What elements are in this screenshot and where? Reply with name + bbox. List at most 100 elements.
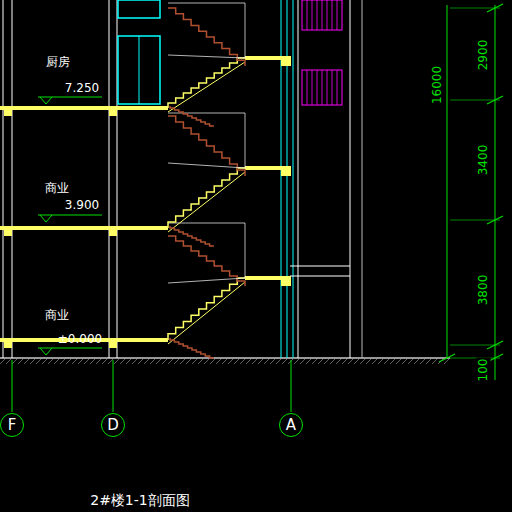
ground-hatch — [168, 359, 173, 364]
ground-hatch — [6, 359, 11, 364]
extension-line — [450, 358, 500, 359]
dimension-text: 2900 — [476, 39, 490, 72]
window — [118, 0, 160, 18]
wall-line — [350, 0, 351, 358]
stair-outline — [168, 3, 245, 58]
axis-bubble: D — [101, 413, 125, 437]
ground-hatch — [72, 359, 77, 364]
ground-hatch — [96, 359, 101, 364]
axis-label: D — [107, 416, 119, 434]
level-line — [38, 97, 102, 98]
wall-line — [362, 0, 363, 358]
stair-soffit — [168, 172, 245, 232]
baluster — [322, 0, 323, 30]
level-mark — [40, 97, 52, 104]
ground-hatch — [294, 359, 299, 364]
wall-line — [293, 0, 294, 358]
ground-hatch — [306, 359, 311, 364]
extension-line — [450, 345, 500, 346]
floor-slab — [0, 106, 168, 110]
ground-hatch — [30, 359, 35, 364]
floor-slab — [0, 226, 168, 230]
beam — [4, 106, 12, 116]
ground-hatch — [348, 359, 353, 364]
beam — [281, 56, 291, 66]
stair-outline — [168, 223, 245, 283]
ground-hatch — [48, 359, 53, 364]
baluster — [327, 70, 328, 105]
level-line — [38, 215, 102, 216]
ground-hatch — [432, 359, 437, 364]
balcony-rail — [302, 70, 342, 105]
ground-hatch — [234, 359, 239, 364]
baluster — [312, 70, 313, 105]
ground-hatch — [264, 359, 269, 364]
axis-line — [291, 360, 292, 412]
ground-hatch — [84, 359, 89, 364]
ground-hatch — [114, 359, 119, 364]
ground-hatch — [186, 359, 191, 364]
ground-hatch — [420, 359, 425, 364]
dimension-text: 3400 — [476, 144, 490, 177]
extension-line — [450, 100, 500, 101]
stair-soffit — [168, 282, 245, 344]
ground-hatch — [156, 359, 161, 364]
ground-hatch — [132, 359, 137, 364]
room-name: 厨房 — [45, 55, 71, 69]
level-mark — [40, 215, 52, 222]
baluster — [327, 0, 328, 30]
ground-hatch — [366, 359, 371, 364]
baluster — [307, 70, 308, 105]
axis-bubble: F — [0, 413, 24, 437]
extension-line — [450, 8, 500, 9]
stair-flight — [168, 168, 245, 228]
ground-hatch — [336, 359, 341, 364]
beam — [281, 166, 291, 176]
ground-hatch — [90, 359, 95, 364]
wall-line — [298, 0, 299, 358]
ground-hatch — [426, 359, 431, 364]
stair-flight — [168, 278, 245, 340]
extension-line — [450, 220, 500, 221]
ground-hatch — [120, 359, 125, 364]
ground-hatch — [318, 359, 323, 364]
ground-hatch — [150, 359, 155, 364]
ground-hatch — [396, 359, 401, 364]
ground-hatch — [66, 359, 71, 364]
ground-hatch — [378, 359, 383, 364]
axis-label: A — [286, 416, 296, 434]
ground-hatch — [216, 359, 221, 364]
ground-hatch — [138, 359, 143, 364]
baluster — [332, 0, 333, 30]
beam — [109, 226, 117, 236]
ground-hatch — [270, 359, 275, 364]
ground-hatch — [360, 359, 365, 364]
ground-hatch — [276, 359, 281, 364]
dimension-tick — [439, 354, 455, 362]
ground-hatch — [300, 359, 305, 364]
ground-hatch — [174, 359, 179, 364]
level-line — [38, 348, 102, 349]
stair-soffit — [168, 62, 245, 112]
beam — [109, 338, 117, 348]
balcony-rail — [302, 0, 342, 30]
ground-hatch — [222, 359, 227, 364]
ground-hatch — [24, 359, 29, 364]
ground-hatch — [192, 359, 197, 364]
baluster — [332, 70, 333, 105]
column-line — [109, 0, 110, 358]
stair-outline — [168, 113, 245, 168]
ground-hatch — [408, 359, 413, 364]
ground-hatch — [198, 359, 203, 364]
baluster — [317, 70, 318, 105]
dimension-line — [495, 5, 496, 380]
ground-hatch — [144, 359, 149, 364]
ground-hatch — [108, 359, 113, 364]
ground-hatch — [126, 359, 131, 364]
level-text: 3.900 — [64, 198, 100, 212]
ground-hatch — [162, 359, 167, 364]
axis-line — [12, 360, 13, 412]
caption: 2#楼1-1剖面图 — [89, 492, 191, 508]
ground-hatch — [384, 359, 389, 364]
ground-hatch — [390, 359, 395, 364]
